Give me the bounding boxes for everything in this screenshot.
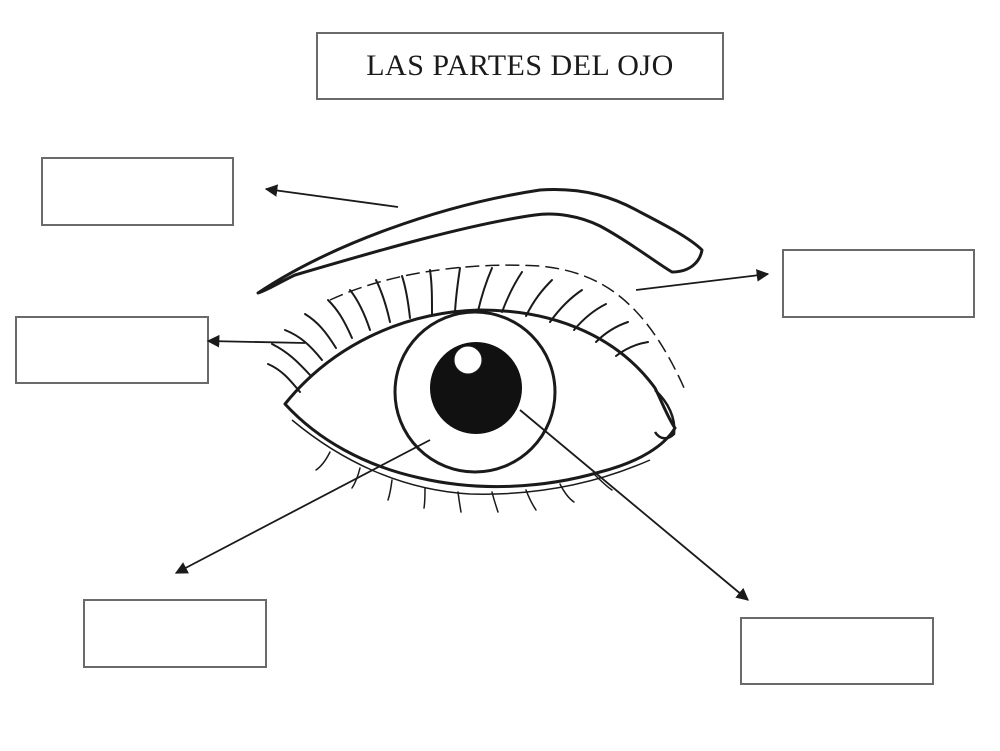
label-box-eyebrow[interactable] (41, 157, 234, 226)
eyelid-crease (329, 264, 686, 391)
label-box-eyelashes[interactable] (15, 316, 209, 384)
upper-eyelashes (267, 267, 649, 393)
arrow-eyebrow (264, 184, 399, 208)
arrow-iris (174, 439, 431, 574)
label-box-pupil[interactable] (740, 617, 934, 685)
arrow-eyelid (635, 269, 770, 291)
pupil (430, 342, 522, 434)
diagram-title: LAS PARTES DEL OJO (316, 32, 724, 100)
tear-duct (653, 389, 676, 440)
arrow-pupil (519, 409, 749, 601)
label-box-iris[interactable] (83, 599, 267, 668)
pupil-highlight (453, 345, 483, 375)
pointer-arrows (174, 184, 770, 601)
arrow-eyelashes (206, 334, 306, 348)
label-box-eyelid[interactable] (782, 249, 975, 318)
eyebrow (256, 188, 704, 295)
